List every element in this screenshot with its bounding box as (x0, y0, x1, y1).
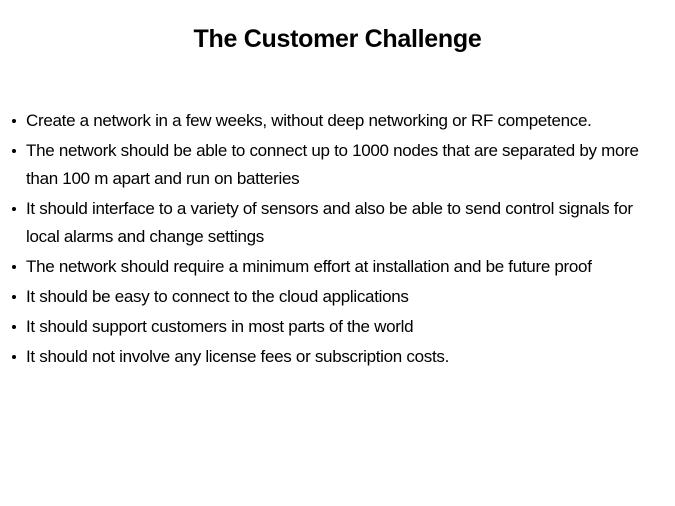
bullet-text: The network should require a minimum eff… (26, 257, 592, 276)
bullet-icon (12, 325, 16, 329)
bullet-text: It should be easy to connect to the clou… (26, 287, 409, 306)
bullet-icon (12, 149, 16, 153)
bullet-icon (12, 355, 16, 359)
bullet-list: Create a network in a few weeks, without… (12, 107, 667, 373)
bullet-item: It should be easy to connect to the clou… (12, 283, 667, 311)
bullet-text: Create a network in a few weeks, without… (26, 111, 592, 130)
slide-title: The Customer Challenge (193, 24, 482, 53)
bullet-text: It should support customers in most part… (26, 317, 414, 336)
bullet-icon (12, 207, 16, 211)
bullet-item: Create a network in a few weeks, without… (12, 107, 667, 135)
bullet-item: The network should be able to connect up… (12, 137, 667, 193)
bullet-text: It should not involve any license fees o… (26, 347, 449, 366)
bullet-icon (12, 295, 16, 299)
bullet-item: It should interface to a variety of sens… (12, 195, 667, 251)
bullet-text: The network should be able to connect up… (26, 141, 639, 188)
bullet-icon (12, 265, 16, 269)
bullet-icon (12, 119, 16, 123)
bullet-item: It should support customers in most part… (12, 313, 667, 341)
bullet-item: The network should require a minimum eff… (12, 253, 667, 281)
bullet-item: It should not involve any license fees o… (12, 343, 667, 371)
bullet-text: It should interface to a variety of sens… (26, 199, 633, 246)
